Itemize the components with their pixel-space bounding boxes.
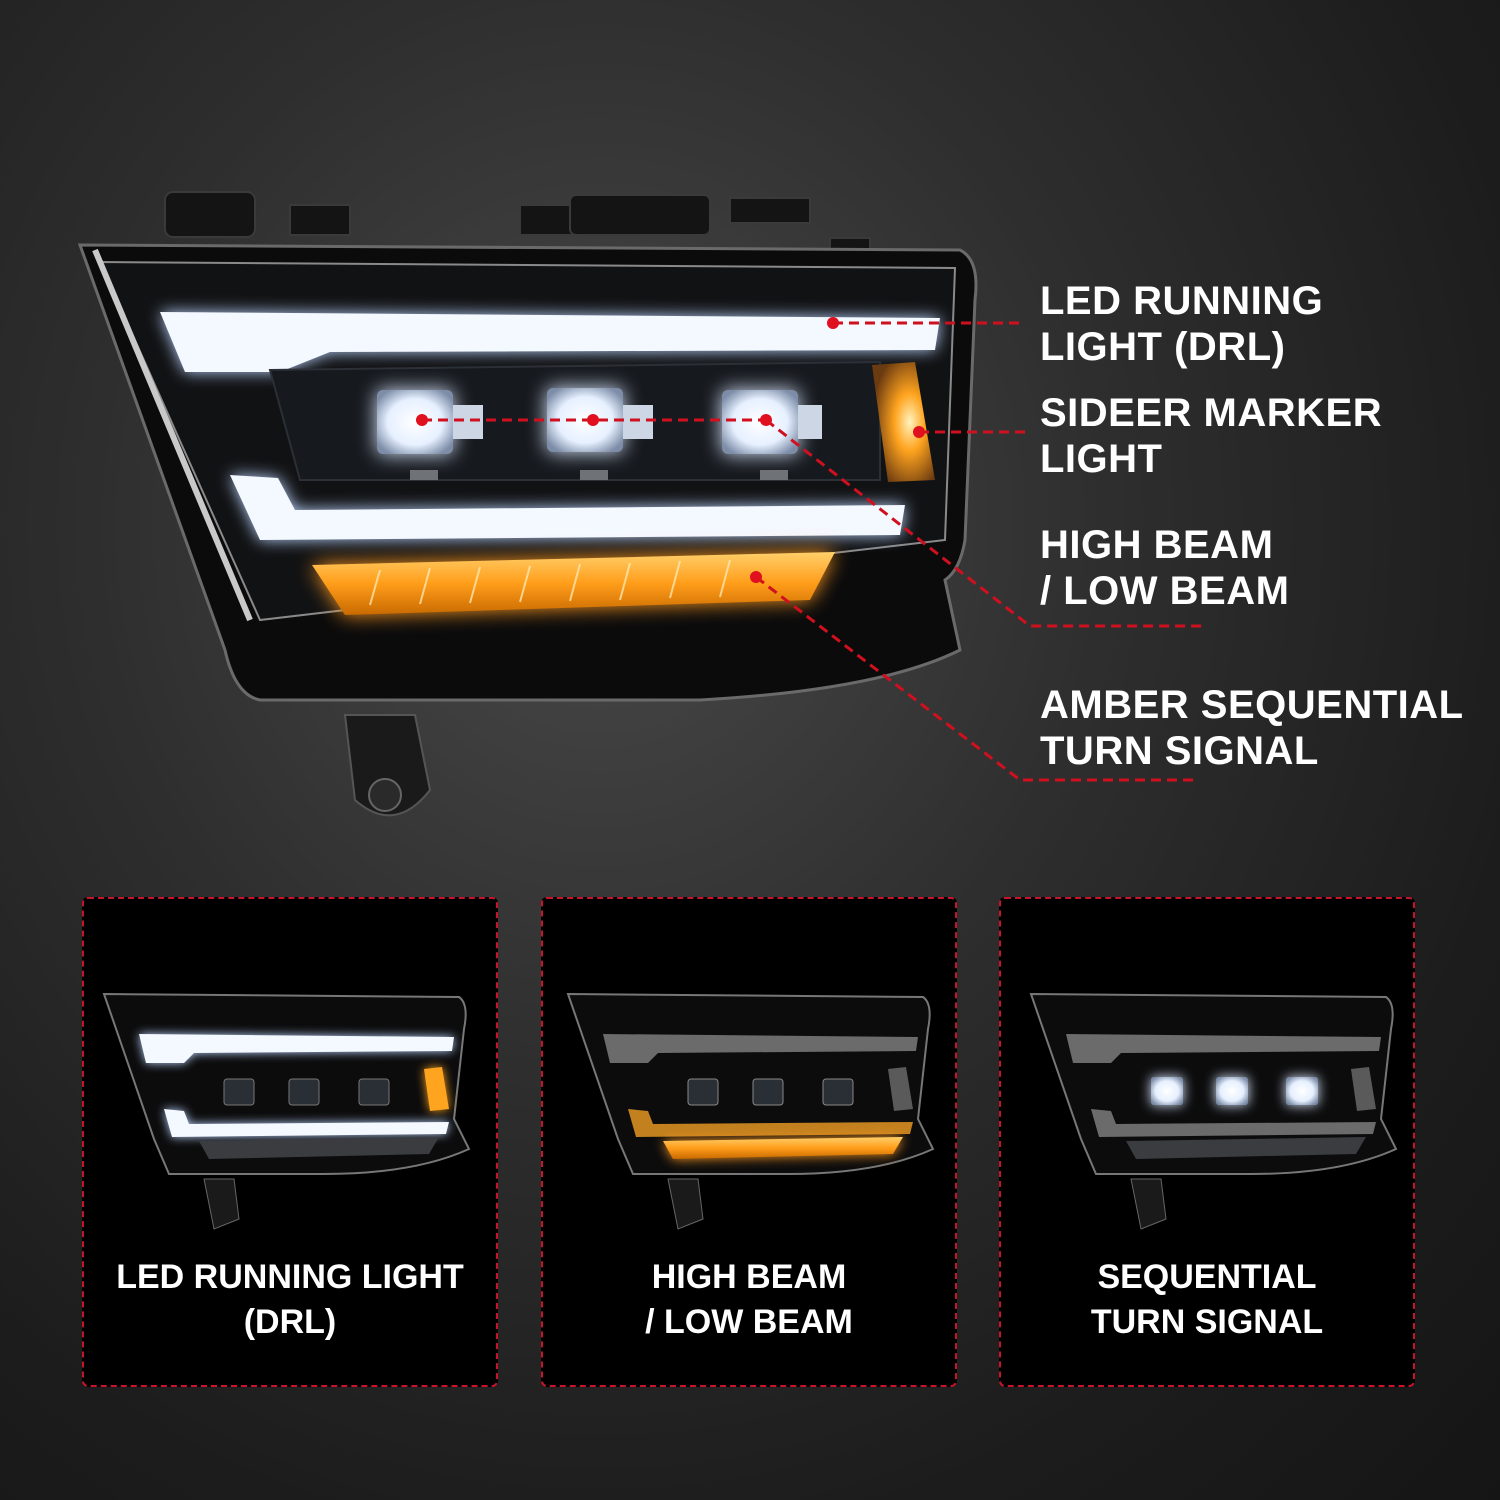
panel-turn-signal: SEQUENTIAL TURN SIGNAL [999, 897, 1415, 1387]
drl-upper-bar [160, 312, 940, 372]
panel-drl: LED RUNNING LIGHT (DRL) [82, 897, 498, 1387]
headlight-thumbnail-turn [1029, 992, 1398, 1230]
projector-lenses [377, 388, 822, 480]
callout-side-marker-label: SIDEER MARKER LIGHT [1040, 391, 1383, 481]
panel-beam-label: HIGH BEAM / LOW BEAM [645, 1258, 853, 1341]
panel-beam: HIGH BEAM / LOW BEAM [541, 897, 957, 1387]
callout-turn-signal-label: AMBER SEQUENTIAL TURN SIGNAL [1040, 683, 1464, 773]
callout-leaders [422, 321, 1205, 782]
drl-lower-bar [230, 475, 905, 540]
lower-bracket [343, 714, 432, 817]
amber-turn-signal [312, 552, 835, 615]
side-marker-lamp [872, 362, 935, 482]
headlight-illustration [77, 191, 1205, 817]
hero-section: LED RUNNING LIGHT (DRL) SIDEER MARKER LI… [77, 191, 1464, 817]
callout-drl-label: LED RUNNING LIGHT (DRL) [1040, 279, 1324, 369]
callout-beam-label: HIGH BEAM / LOW BEAM [1040, 523, 1290, 613]
panel-drl-label: LED RUNNING LIGHT (DRL) [116, 1258, 464, 1341]
headlight-thumbnail-beam [566, 992, 935, 1230]
headlight-thumbnail-drl [102, 992, 471, 1230]
callout-dots [416, 317, 925, 583]
panel-turn-signal-label: SEQUENTIAL TURN SIGNAL [1090, 1258, 1324, 1341]
mounting-brackets [164, 191, 871, 271]
